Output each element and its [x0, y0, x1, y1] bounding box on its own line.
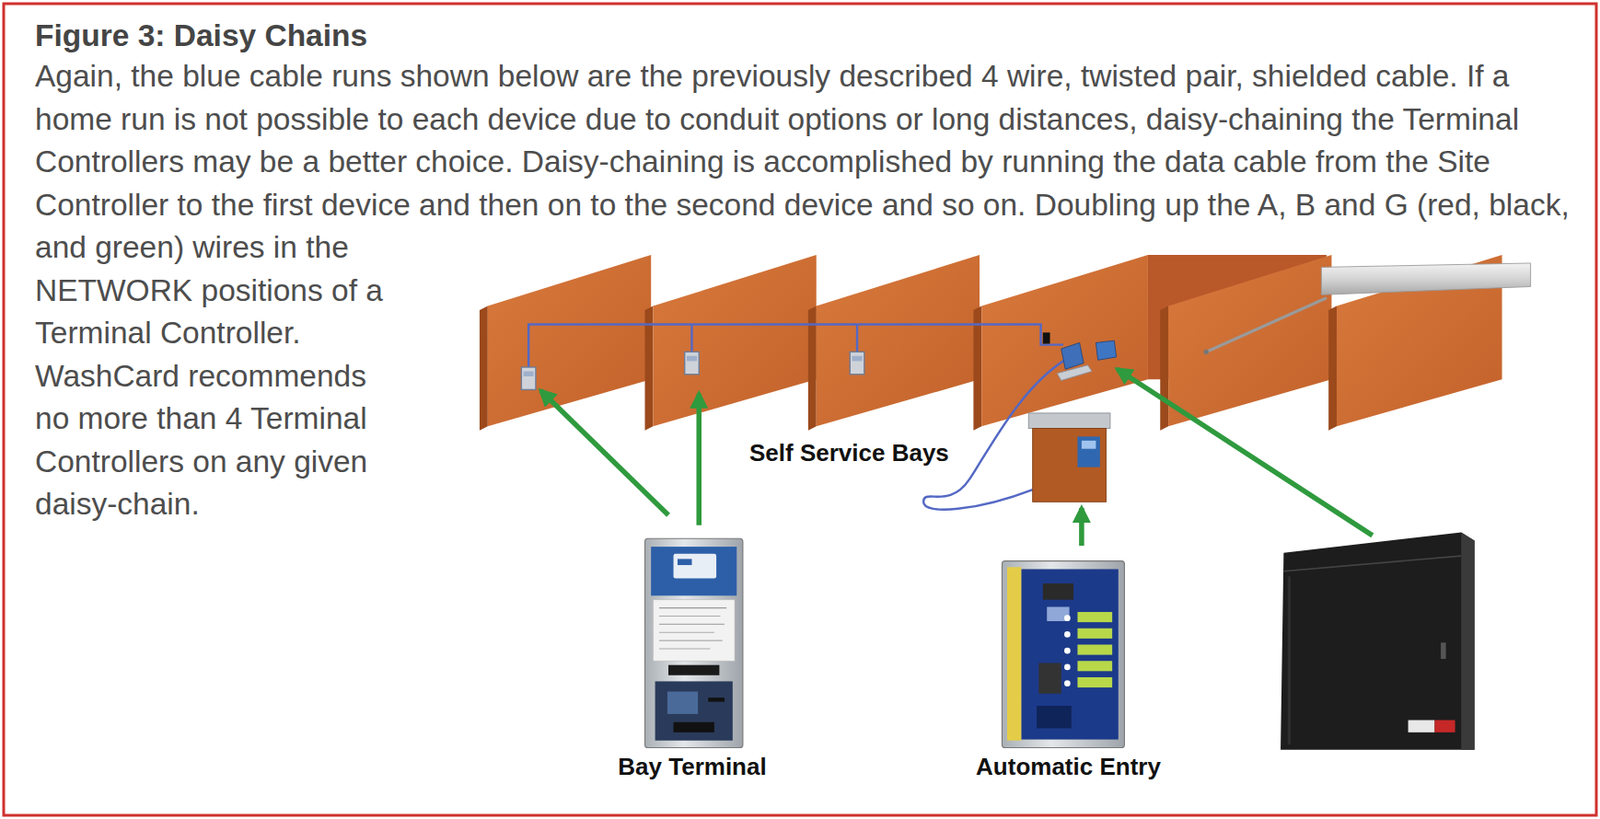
illustration-part [816, 255, 980, 427]
bay-devices [1056, 340, 1116, 381]
overhead-tube [1321, 263, 1531, 295]
illustration-part [1117, 369, 1373, 536]
device-picture-area [1004, 558, 1133, 754]
layout-spacer [398, 226, 1582, 779]
illustration-part [673, 722, 715, 733]
illustration-part [650, 546, 737, 596]
bay-terminal-device [645, 538, 743, 748]
illustration-part [1077, 612, 1113, 623]
illustration-part [686, 356, 697, 362]
caption-block: Again, the blue cable runs shown below a… [34, 55, 1582, 779]
illustration-part [1078, 508, 1085, 546]
illustration-part [1328, 306, 1337, 431]
illustration-part [1434, 720, 1455, 733]
entry-pedestal [1028, 413, 1111, 502]
illustration-part [856, 324, 858, 353]
data-cable [528, 324, 1067, 510]
device-label: Bay Terminal [612, 753, 773, 781]
illustration-part [1077, 645, 1113, 656]
site-controller-cabinet [1280, 533, 1475, 751]
illustration-part [707, 697, 725, 702]
illustration-part [1159, 306, 1169, 431]
device-label: Automatic Entry [970, 753, 1167, 781]
illustration-part [655, 681, 733, 741]
illustration-part [659, 624, 725, 626]
illustration-part [673, 554, 718, 580]
figure-border [3, 3, 1597, 816]
illustration-part [1061, 342, 1084, 370]
illustration-part [659, 607, 727, 609]
illustration-part [523, 371, 534, 377]
automatic-entry-device [1001, 561, 1125, 749]
illustration-part [1077, 677, 1113, 688]
illustration-part [690, 324, 693, 353]
illustration-part [1056, 365, 1092, 382]
illustration-part [652, 600, 735, 662]
illustration-part [659, 648, 710, 650]
illustration-part [684, 351, 700, 374]
illustration-part [849, 351, 865, 374]
illustration-part [1081, 440, 1097, 450]
illustration-part [1064, 648, 1071, 655]
illustration-part [1001, 561, 1125, 749]
illustration-part [1064, 631, 1071, 638]
illustration-part [521, 367, 536, 390]
pointer-arrows [540, 369, 1372, 546]
illustration-part [1064, 680, 1071, 687]
illustration-part [645, 538, 743, 748]
rod [1205, 298, 1327, 353]
illustration-part [677, 558, 693, 566]
illustration-part [1038, 662, 1061, 694]
illustration-part [1043, 332, 1051, 344]
terminal-controllers [521, 332, 1050, 390]
illustration-part [1408, 720, 1436, 733]
illustration-part [1283, 556, 1461, 572]
illustration-part [659, 640, 723, 642]
illustration-part [659, 632, 715, 634]
illustration-part [1168, 255, 1332, 427]
illustration-part [1064, 664, 1071, 672]
illustration-part [1077, 436, 1100, 467]
illustration-part [667, 691, 698, 714]
illustration-part [659, 615, 721, 617]
illustration-part [1280, 533, 1475, 751]
illustration-part [1440, 642, 1447, 660]
illustration-part [1077, 660, 1113, 672]
illustration-part [852, 356, 863, 362]
illustration-part [695, 394, 702, 526]
illustration-part [487, 255, 651, 427]
figure-title: Figure 3: Daisy Chains [34, 17, 368, 55]
illustration-part [1007, 567, 1022, 741]
illustration-part [1095, 340, 1116, 360]
illustration-part [668, 665, 719, 676]
illustration-part [528, 324, 1064, 370]
illustration-part [1032, 428, 1107, 503]
illustration-part [540, 391, 669, 516]
illustration-part [1028, 413, 1111, 429]
illustration-part [479, 306, 488, 431]
device-node: Automatic Entry [970, 558, 1167, 781]
rod-end [1203, 349, 1209, 356]
scene [479, 255, 1531, 751]
device-picture-area [641, 535, 744, 754]
illustration-part [652, 255, 816, 427]
illustration-part [1077, 628, 1113, 639]
device-node: Bay Terminal [612, 535, 773, 781]
illustration-part [1043, 583, 1074, 601]
illustration-part [1064, 614, 1071, 622]
illustration-part [981, 255, 1148, 427]
illustration-part [1021, 568, 1119, 740]
illustration-part [1287, 576, 1291, 745]
area-label: Self Service Bays [747, 439, 951, 467]
illustration-part [1036, 706, 1072, 729]
illustration-part [1460, 533, 1474, 751]
